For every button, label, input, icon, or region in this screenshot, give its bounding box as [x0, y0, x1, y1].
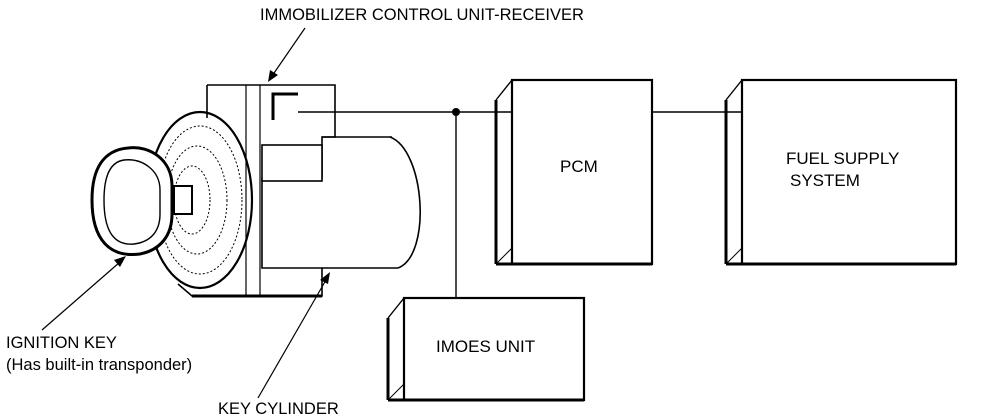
ignition-key-sublabel: (Has built-in transponder)	[6, 356, 192, 374]
key-cylinder-label: KEY CYLINDER	[218, 400, 339, 418]
key-cylinder-body	[322, 136, 421, 269]
pcm-label: PCM	[560, 157, 598, 176]
immobilizer-housing	[177, 84, 336, 298]
immobilizer-label: IMMOBILIZER CONTROL UNIT-RECEIVER	[260, 6, 584, 24]
fuel-supply-label-line2: SYSTEM	[790, 171, 860, 190]
leader-arrows	[41, 27, 330, 399]
fuel-supply-box: FUEL SUPPLY SYSTEM	[724, 78, 958, 266]
ignition-key	[90, 146, 174, 257]
imoes-unit-box: IMOES UNIT	[386, 296, 586, 402]
ignition-key-label: IGNITION KEY	[6, 334, 117, 352]
pcm-box: PCM	[494, 78, 654, 266]
imoes-unit-label: IMOES UNIT	[436, 337, 535, 356]
fuel-supply-label-line1: FUEL SUPPLY	[786, 149, 899, 168]
